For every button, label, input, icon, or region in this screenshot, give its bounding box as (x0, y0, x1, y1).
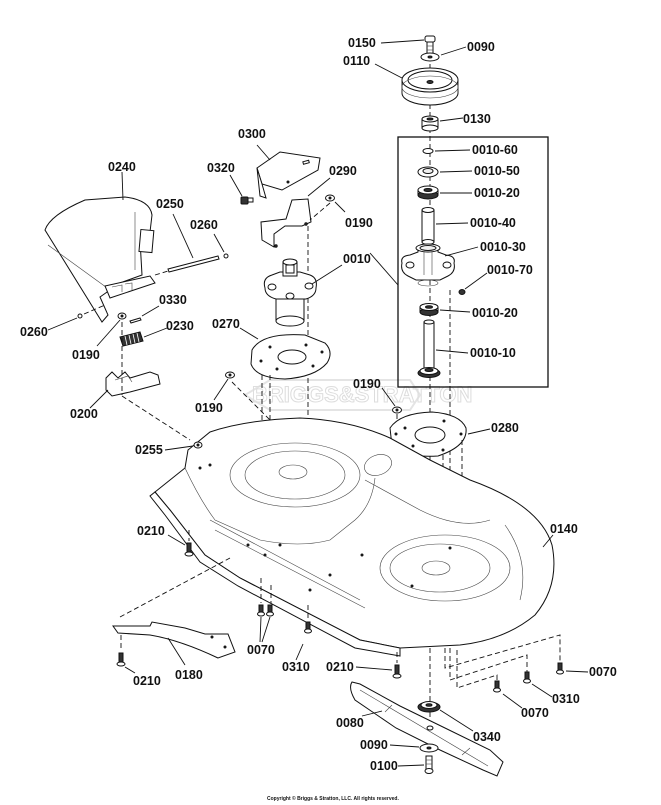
blade-adapter-0340[interactable] (417, 701, 441, 713)
callout-0010-30: 0010-30 (480, 240, 526, 254)
callout-0210-a: 0210 (137, 524, 165, 538)
clip-0260-b[interactable] (77, 313, 83, 319)
callout-0280: 0280 (491, 421, 519, 435)
chute-bracket-0200[interactable] (105, 371, 161, 397)
callout-0200: 0200 (70, 407, 98, 421)
bolt-0210-c[interactable] (392, 664, 402, 679)
bolt-0320[interactable] (240, 196, 254, 205)
pulley-0110[interactable] (401, 67, 459, 106)
callout-0340: 0340 (473, 730, 501, 744)
bushing-0130[interactable] (421, 115, 439, 132)
bolt-0310-a[interactable] (304, 621, 312, 634)
bolt-0310-b[interactable] (523, 671, 531, 684)
callout-0010-70: 0010-70 (487, 263, 533, 277)
callout-0070-a: 0070 (247, 643, 275, 657)
spring-0230[interactable] (119, 331, 144, 347)
hinge-rod-0250[interactable] (167, 255, 220, 273)
callout-0010-50: 0010-50 (474, 164, 520, 178)
watermark-text: BRIGGS&STRATTON (252, 382, 472, 407)
baffle-0180[interactable] (112, 621, 236, 659)
callout-0010: 0010 (343, 252, 371, 266)
pin-0330[interactable] (129, 317, 142, 324)
callout-0320: 0320 (207, 161, 235, 175)
callout-0210-b: 0210 (133, 674, 161, 688)
callout-0330: 0330 (159, 293, 187, 307)
mower-deck-0140[interactable] (149, 417, 555, 657)
washer-0090-top[interactable] (420, 52, 440, 62)
bolt-0070-a[interactable] (257, 604, 274, 617)
callout-0080: 0080 (336, 716, 364, 730)
bracket-0290[interactable] (260, 198, 312, 248)
callout-0290: 0290 (329, 164, 357, 178)
callout-0210-c: 0210 (326, 660, 354, 674)
bearing-0010-20-top[interactable] (417, 185, 439, 200)
mount-plate-0270[interactable] (250, 334, 331, 380)
nut-0190-b[interactable] (117, 312, 127, 320)
callout-0190-a: 0190 (345, 216, 373, 230)
callout-0250: 0250 (156, 197, 184, 211)
spindle-housing-0010-30[interactable] (401, 243, 455, 287)
callout-0310-b: 0310 (552, 692, 580, 706)
washer-0090-bottom[interactable] (419, 743, 439, 753)
callout-0190-c: 0190 (195, 401, 223, 415)
grease-fitting-0010-70[interactable] (458, 289, 466, 295)
callout-0240: 0240 (108, 160, 136, 174)
discharge-chute-0240[interactable] (44, 196, 156, 323)
callout-0070-b: 0070 (521, 706, 549, 720)
bolt-0210-b[interactable] (116, 652, 126, 667)
callout-0310-a: 0310 (282, 660, 310, 674)
callout-0010-20-bottom: 0010-20 (472, 306, 518, 320)
callout-0070-c: 0070 (589, 665, 617, 679)
callout-0110: 0110 (343, 54, 370, 68)
callout-0150: 0150 (348, 36, 376, 50)
callout-0010-40: 0010-40 (470, 216, 516, 230)
callout-0090-top: 0090 (467, 40, 495, 54)
nut-0255[interactable] (193, 441, 203, 449)
copyright-notice: Copyright © Briggs & Stratton, LLC. All … (267, 795, 399, 802)
bolt-0070-b[interactable] (493, 680, 501, 693)
seal-0010-50[interactable] (417, 166, 439, 178)
callout-0090-bottom: 0090 (360, 738, 388, 752)
callout-0300: 0300 (238, 127, 266, 141)
callout-0100: 0100 (370, 759, 398, 773)
nut-0190-a[interactable] (325, 194, 335, 202)
callout-0260-b: 0260 (20, 325, 48, 339)
nut-0190-c[interactable] (225, 371, 235, 379)
callout-0130: 0130 (463, 112, 491, 126)
nut-0190-d[interactable] (392, 406, 402, 414)
blade-bolt-0100[interactable] (424, 755, 434, 774)
callout-0230: 0230 (166, 319, 194, 333)
callout-0190-d: 0190 (353, 377, 381, 391)
bolt-0070-c[interactable] (556, 662, 564, 675)
cover-plate-0300[interactable] (256, 151, 321, 199)
bearing-0010-20-bottom[interactable] (419, 303, 439, 316)
callout-0255: 0255 (135, 443, 163, 457)
snap-ring-0010-60[interactable] (422, 148, 434, 154)
clip-0260-a[interactable] (223, 253, 229, 259)
callout-0010-20-top: 0010-20 (474, 186, 520, 200)
bolt-0210-a[interactable] (184, 542, 194, 557)
callout-0180: 0180 (175, 668, 203, 682)
spindle-shaft-0010-10[interactable] (417, 319, 441, 378)
callout-0270: 0270 (212, 317, 240, 331)
callout-0010-10: 0010-10 (470, 346, 516, 360)
spindle-assembly-0010[interactable] (263, 258, 317, 327)
callout-0190-b: 0190 (72, 348, 100, 362)
spindle-detail-box (397, 136, 549, 388)
callout-0010-60: 0010-60 (472, 143, 518, 157)
callout-0140: 0140 (550, 522, 578, 536)
callout-0260-a: 0260 (190, 218, 218, 232)
bolt-0150[interactable] (424, 35, 436, 57)
spacer-0010-40[interactable] (421, 207, 435, 245)
